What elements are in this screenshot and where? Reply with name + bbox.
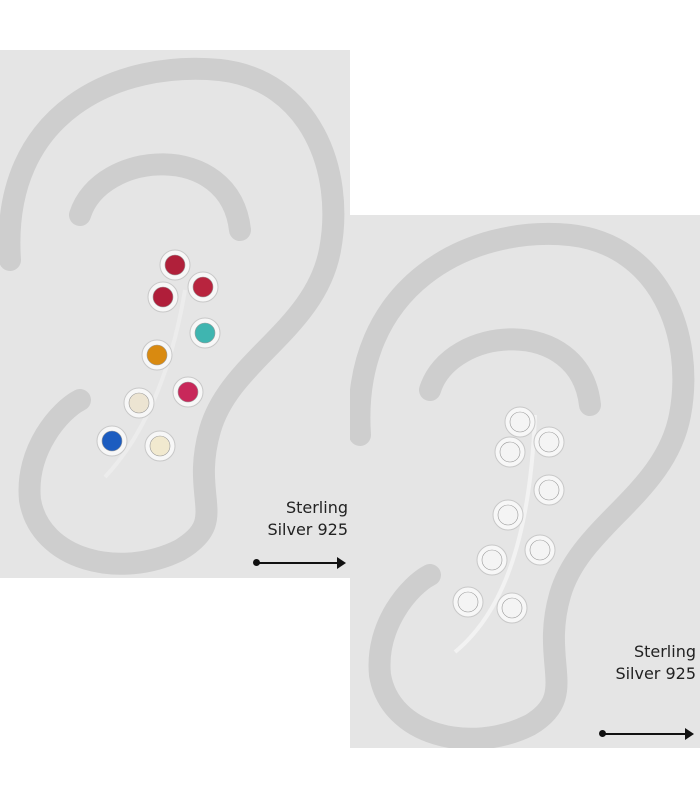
gem-stone xyxy=(101,430,123,452)
earring-stones xyxy=(96,249,221,462)
gem-stone xyxy=(499,441,521,463)
gem-stone xyxy=(149,435,171,457)
label-line-2: Silver 925 xyxy=(615,664,696,683)
earring-stones xyxy=(452,406,565,624)
arrow-icon xyxy=(599,728,694,740)
gem-stone xyxy=(164,254,186,276)
gem-stone xyxy=(194,322,216,344)
label-line-2: Silver 925 xyxy=(267,520,348,539)
gem-stone xyxy=(538,431,560,453)
gem-stone xyxy=(457,591,479,613)
product-photo-clear-earring: Sterling Silver 925 xyxy=(350,215,700,748)
ear-outline-illustration xyxy=(350,223,695,748)
material-label: Sterling Silver 925 xyxy=(267,497,348,541)
gem-stone xyxy=(501,597,523,619)
gem-stone xyxy=(538,479,560,501)
gem-stone xyxy=(177,381,199,403)
label-line-1: Sterling xyxy=(285,498,348,517)
product-photo-colored-earring: Sterling Silver 925 xyxy=(0,50,350,578)
gem-stone xyxy=(497,504,519,526)
material-label: Sterling Silver 925 xyxy=(615,641,696,685)
gem-stone xyxy=(152,286,174,308)
gem-stone xyxy=(481,549,503,571)
gem-stone xyxy=(192,276,214,298)
gem-stone xyxy=(128,392,150,414)
gem-stone xyxy=(146,344,168,366)
arrow-icon xyxy=(253,557,346,569)
ear-outline-illustration xyxy=(0,57,345,575)
gem-stone xyxy=(509,411,531,433)
label-line-1: Sterling xyxy=(633,642,696,661)
gem-stone xyxy=(529,539,551,561)
